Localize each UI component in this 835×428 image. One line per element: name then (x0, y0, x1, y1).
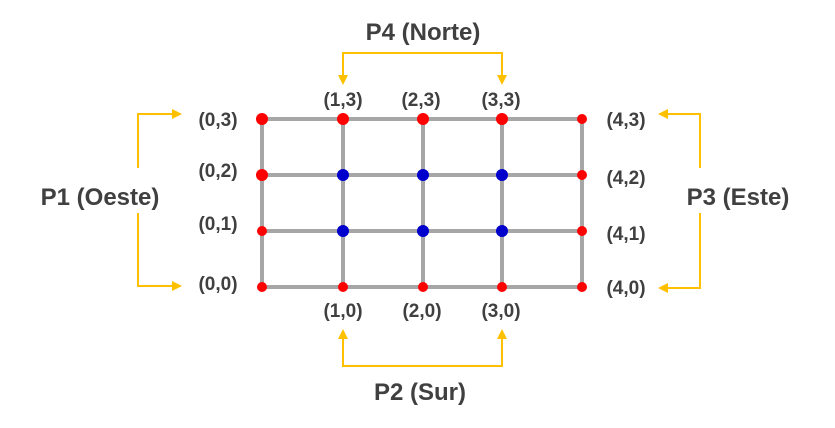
label-0-3: (0,3) (198, 110, 237, 131)
label-2-0: (2,0) (402, 301, 441, 322)
west-bracket-arrow-top (137, 109, 182, 168)
label-0-2: (0,2) (198, 161, 237, 182)
node-3-1 (496, 225, 508, 237)
node-4-2 (577, 170, 587, 180)
grid-lines (260, 117, 584, 289)
label-4-3: (4,3) (606, 110, 645, 131)
node-2-2 (417, 169, 429, 181)
port-east-label: P3 (Este) (687, 184, 790, 211)
node-4-1 (577, 226, 587, 236)
node-3-0 (497, 282, 507, 292)
label-4-2: (4,2) (606, 168, 645, 189)
interior-nodes (337, 169, 508, 237)
label-4-1: (4,1) (606, 224, 645, 245)
node-4-0 (577, 282, 587, 292)
east-bracket-arrow-bottom (658, 213, 701, 293)
node-2-3 (417, 113, 429, 125)
node-3-3 (496, 113, 508, 125)
east-bracket-arrow-top (658, 109, 701, 168)
boundary-nodes (256, 113, 587, 292)
label-0-0: (0,0) (198, 274, 237, 295)
node-0-3 (256, 113, 268, 125)
node-1-2 (337, 169, 349, 181)
node-4-3 (577, 114, 587, 124)
node-2-0 (418, 282, 428, 292)
port-south-label: P2 (Sur) (374, 379, 466, 406)
label-2-3: (2,3) (401, 90, 440, 111)
label-3-0: (3,0) (481, 301, 520, 322)
node-1-0 (338, 282, 348, 292)
port-north-label: P4 (Norte) (366, 19, 481, 46)
label-0-1: (0,1) (198, 214, 237, 235)
north-bracket-arrow-left (338, 52, 423, 85)
west-bracket-arrow-bottom (137, 213, 182, 291)
south-bracket-arrow-right (423, 329, 507, 367)
port-west-label: P1 (Oeste) (41, 184, 160, 211)
node-0-2 (256, 169, 268, 181)
node-1-1 (337, 225, 349, 237)
south-bracket-arrow-left (338, 329, 423, 367)
label-1-0: (1,0) (323, 301, 362, 322)
node-2-1 (417, 225, 429, 237)
node-0-1 (257, 226, 267, 236)
label-1-3: (1,3) (323, 90, 362, 111)
north-bracket-arrow-right (423, 52, 507, 85)
node-3-2 (496, 169, 508, 181)
node-0-0 (257, 282, 267, 292)
label-3-3: (3,3) (481, 90, 520, 111)
label-4-0: (4,0) (606, 278, 645, 299)
node-1-3 (337, 113, 349, 125)
bracket-arrows (137, 52, 701, 367)
